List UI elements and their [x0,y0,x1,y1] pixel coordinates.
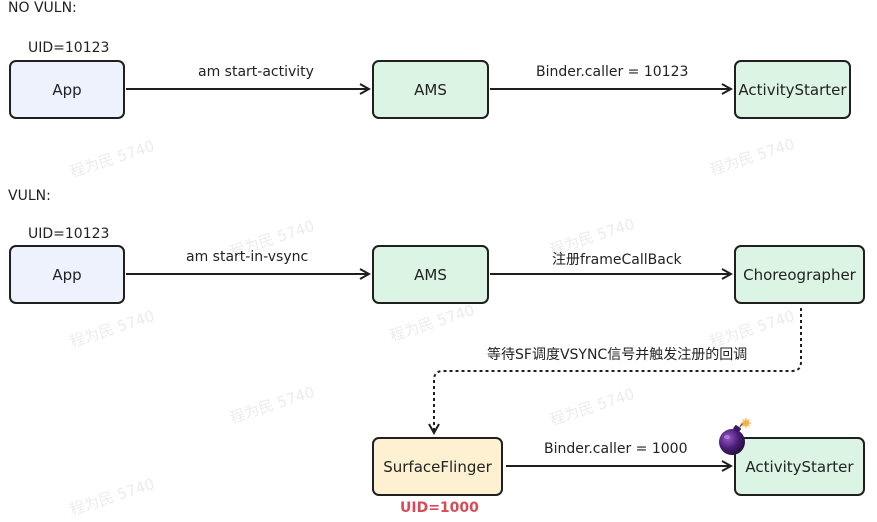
dotted-arrow-choreographer-to-surfaceflinger [434,308,802,433]
ams-node-label: AMS [414,265,447,284]
ams-node-label: AMS [414,80,447,99]
app-node: App [9,60,125,119]
vuln-heading: VULN: [8,188,51,204]
activity-starter-label: ActivityStarter [745,457,854,476]
bomb-icon [719,418,751,455]
activity-starter-node: ActivityStarter [734,437,865,496]
arrow-label-binder-caller-1000: Binder.caller = 1000 [544,441,688,457]
uid-label: UID=10123 [28,226,110,242]
activity-starter-node: ActivityStarter [734,60,851,119]
choreographer-label: Choreographer [743,265,856,284]
app-node-label: App [52,80,82,99]
ams-node: AMS [372,60,489,119]
arrow-label-start-in-vsync: am start-in-vsync [186,249,309,265]
arrow-label-register-framecallback: 注册frameCallBack [552,252,682,268]
choreographer-node: Choreographer [734,245,865,304]
surfaceflinger-label: SurfaceFlinger [383,457,492,476]
surfaceflinger-node: SurfaceFlinger [372,437,503,496]
ams-node: AMS [372,245,489,304]
app-node: App [9,245,125,304]
arrow-label-start-activity: am start-activity [198,64,314,80]
surfaceflinger-uid: UID=1000 [400,500,479,516]
dotted-arrow-label: 等待SF调度VSYNC信号并触发注册的回调 [487,347,748,363]
app-node-label: App [52,265,82,284]
no-vuln-heading: NO VULN: [8,0,77,16]
uid-label: UID=10123 [28,40,110,56]
activity-starter-label: ActivityStarter [738,80,847,99]
arrow-label-binder-caller: Binder.caller = 10123 [536,64,689,80]
